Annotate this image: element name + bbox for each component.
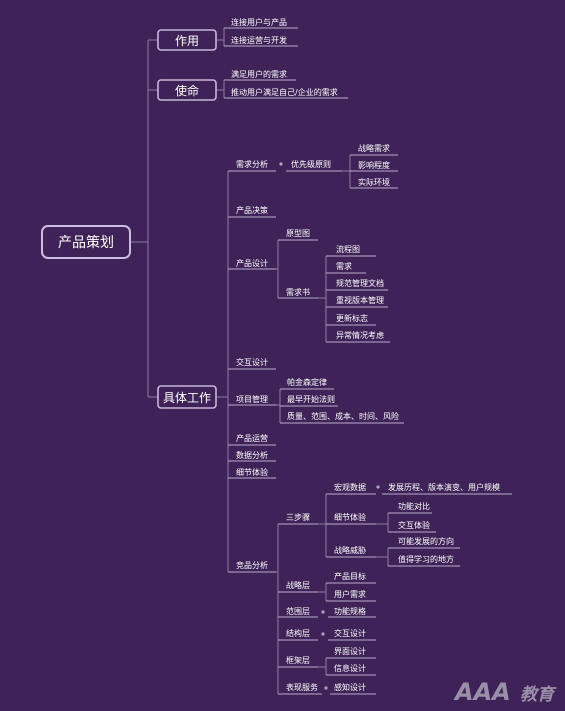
node-hongguan-shuju[interactable]: 宏观数据 <box>334 482 366 492</box>
node-xiangmu-guanli[interactable]: 项目管理 <box>236 394 268 404</box>
node-jiegou-ceng[interactable]: 结构层 <box>286 628 310 638</box>
watermark-suffix: 教育 <box>520 685 557 705</box>
leaf-node[interactable]: 重视版本管理 <box>336 295 384 305</box>
node-sanbuzhou[interactable]: 三步骤 <box>286 513 310 522</box>
branch-node-shiming[interactable]: 使命 <box>157 79 217 101</box>
leaf-node[interactable]: 产品目标 <box>334 571 366 581</box>
leaf-node[interactable]: 规范管理文档 <box>336 278 384 288</box>
root-node[interactable]: 产品策划 <box>41 225 131 259</box>
leaf-node[interactable]: 交互设计 <box>334 628 366 638</box>
leaf-node[interactable]: 实际环境 <box>358 177 390 187</box>
node-fanwei-ceng[interactable]: 范围层 <box>286 606 310 616</box>
gongzuo-children: 需求分析 优先级原则 战略需求 影响程度 实际环境 产品决策 产品设计 原型图 … <box>236 143 500 692</box>
leaf-node[interactable]: 感知设计 <box>334 682 366 692</box>
leaf-node[interactable]: 需求 <box>336 261 352 271</box>
node-kuangjia-ceng[interactable]: 框架层 <box>286 655 310 665</box>
leaf-node[interactable]: 更新标志 <box>336 313 368 323</box>
connector-lines <box>130 27 512 695</box>
leaf-node[interactable]: 发展历程、版本演变、用户规模 <box>388 482 500 492</box>
connector-dots <box>279 162 380 690</box>
node-xijie-tiyan[interactable]: 细节体验 <box>236 467 268 477</box>
node-jiaohu-sheji[interactable]: 交互设计 <box>236 357 268 367</box>
branch-label: 具体工作 <box>163 391 211 405</box>
leaf-node[interactable]: 满足用户的需求 <box>231 69 287 79</box>
leaf-node[interactable]: 帕金森定律 <box>287 377 327 387</box>
leaf-node[interactable]: 推动用户满足自己/企业的需求 <box>231 87 338 97</box>
leaf-node[interactable]: 流程图 <box>336 244 360 254</box>
node-xuqiu-fenxi[interactable]: 需求分析 <box>236 159 268 169</box>
node-zhanlue-weixie[interactable]: 战略威胁 <box>334 545 366 555</box>
leaf-node[interactable]: 可能发展的方向 <box>398 536 454 546</box>
leaf-node[interactable]: 用户需求 <box>334 589 366 599</box>
leaf-node[interactable]: 功能规格 <box>334 606 366 616</box>
node-yuanxingtu[interactable]: 原型图 <box>286 229 310 238</box>
leaf-node[interactable]: 战略需求 <box>358 143 390 153</box>
node-xijie-tiyan-sub[interactable]: 细节体验 <box>334 512 366 522</box>
leaf-node[interactable]: 质量、范围、成本、时间、风险 <box>287 411 399 421</box>
leaf-node[interactable]: 最早开始法则 <box>287 394 335 404</box>
branch-node-gongzuo[interactable]: 具体工作 <box>157 385 217 409</box>
leaf-node[interactable]: 异常情况考虑 <box>336 330 384 340</box>
shiming-leaves: 满足用户的需求 推动用户满足自己/企业的需求 <box>231 69 338 97</box>
watermark-logo: AAA 教育 <box>453 678 557 706</box>
leaf-node[interactable]: 交互体验 <box>398 520 430 530</box>
node-chanpin-juece[interactable]: 产品决策 <box>236 205 268 215</box>
leaf-node[interactable]: 值得学习的地方 <box>398 554 454 564</box>
node-biaoxian-fuwu[interactable]: 表现服务 <box>286 682 318 692</box>
leaf-node[interactable]: 连接运营与开发 <box>231 35 287 45</box>
leaf-node[interactable]: 信息设计 <box>334 663 366 673</box>
branch-label: 作用 <box>175 34 199 48</box>
zuoyong-leaves: 连接用户与产品 连接运营与开发 <box>231 17 287 45</box>
node-zhanlue-ceng[interactable]: 战略层 <box>286 580 310 590</box>
branch-label: 使命 <box>175 83 199 98</box>
leaf-node[interactable]: 连接用户与产品 <box>231 17 287 27</box>
root-label: 产品策划 <box>58 234 114 251</box>
branch-node-zuoyong[interactable]: 作用 <box>157 29 217 51</box>
node-chanpin-sheji[interactable]: 产品设计 <box>236 258 268 268</box>
node-shuju-fenxi[interactable]: 数据分析 <box>236 450 268 460</box>
node-xuqiushu[interactable]: 需求书 <box>286 287 310 297</box>
node-chanpin-yunying[interactable]: 产品运营 <box>236 433 268 443</box>
node-jingpin-fenxi[interactable]: 竞品分析 <box>236 560 268 570</box>
node-youxianji[interactable]: 优先级原则 <box>291 159 331 169</box>
watermark-brand: AAA <box>453 678 511 706</box>
leaf-node[interactable]: 界面设计 <box>334 646 366 656</box>
leaf-node[interactable]: 功能对比 <box>398 501 430 511</box>
leaf-node[interactable]: 影响程度 <box>358 160 390 170</box>
